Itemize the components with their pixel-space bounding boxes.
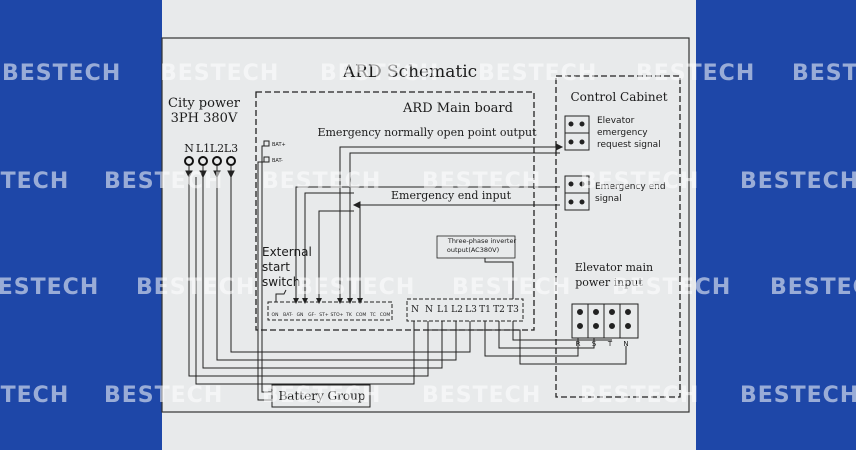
signal-terminal-arrows: [293, 298, 363, 304]
inverter-l1: Three-phase inverter: [447, 237, 517, 245]
watermark-text: BESTECH: [740, 383, 856, 408]
main-board-box: [255, 91, 535, 331]
pwr-term-7: T3: [507, 305, 519, 315]
watermark-text: BESTECH: [740, 169, 856, 194]
bat-connectors: BAT+ BAT-: [263, 140, 286, 164]
request-signal-l3: request signal: [597, 140, 661, 150]
external-switch-l1: External: [262, 245, 312, 259]
watermark-text: BESTECH: [320, 61, 439, 86]
watermark-text: BESTECH: [580, 169, 699, 194]
battery-group-box: [271, 384, 371, 408]
sig-term-9: COM: [380, 312, 391, 318]
watermark-text: BESTECH: [262, 383, 381, 408]
pwr-term-6: T2: [493, 305, 505, 315]
watermark-text: BESTECH: [104, 169, 223, 194]
watermark-text: BESTECH: [2, 61, 121, 86]
end-signal-l1: Emergency end: [595, 182, 666, 192]
bat-plus-label: BAT+: [272, 142, 286, 148]
emergency-end-input-label: Emergency end input: [391, 189, 512, 202]
inverter-l2: output(AC380V): [447, 246, 499, 254]
diagram-title: ARD Schematic: [342, 62, 477, 82]
rstn-t: T: [607, 340, 613, 348]
pwr-term-5: T1: [479, 305, 491, 315]
watermark-text: BESTECH: [612, 275, 731, 300]
end-signal-l2: signal: [595, 194, 622, 204]
power-terminal-labels: N N L1 L2 L3 T1 T2 T3: [411, 305, 519, 315]
sig-term-3: GF-: [308, 312, 316, 318]
control-cabinet-label: Control Cabinet: [570, 90, 667, 104]
watermark-text: BESTECH: [580, 383, 699, 408]
request-signal-l2: emergency: [597, 128, 648, 138]
city-power-spec: 3PH 380V: [171, 111, 238, 126]
bat-minus-label: BAT-: [272, 158, 283, 164]
watermark-text: BESTECH: [0, 383, 69, 408]
watermark-layer: BESTECH BESTECH BESTECH BESTECH BESTECH …: [0, 61, 856, 408]
phase-label-n: N: [184, 142, 194, 155]
sig-term-4: ST+: [319, 312, 329, 318]
watermark-text: BESTECH: [104, 383, 223, 408]
terminal-l1-icon: [198, 156, 208, 166]
elevator-power-l2: power input: [575, 276, 643, 289]
sig-term-2: GN: [297, 312, 304, 318]
start-switch-icon: [275, 289, 287, 302]
sig-term-0: ON: [272, 312, 279, 318]
signal-terminal-labels: ON BAT- GN GF- ST+ STO+ TK COM TC COM: [272, 312, 391, 318]
pwr-term-4: L3: [465, 305, 477, 315]
terminal-l2-icon: [212, 156, 222, 166]
control-cabinet-box: [555, 75, 681, 398]
watermark-text: BESTECH: [136, 275, 255, 300]
watermark-text: BESTECH: [422, 169, 541, 194]
watermark-text: BESTECH: [262, 169, 381, 194]
request-signal-l1: Elevator: [597, 116, 635, 126]
sig-term-6: TK: [345, 312, 353, 318]
battery-group-label: Battery Group: [278, 389, 365, 403]
elevator-power-terminal: [571, 303, 639, 339]
city-power-terminals: [184, 156, 236, 166]
terminal-n-icon: [184, 156, 194, 166]
elevator-power-l1: Elevator main: [575, 261, 653, 274]
watermark-text: BESTECH: [422, 383, 541, 408]
watermark-text: BESTECH: [452, 275, 571, 300]
sig-term-5: STO+: [331, 312, 344, 318]
phase-label-l2: L2: [210, 142, 224, 155]
phase-label-l1: L1: [196, 142, 210, 155]
end-signal-terminal: [564, 175, 590, 211]
power-wires: [188, 145, 627, 401]
rstn-n: N: [623, 340, 628, 348]
watermark-text: BESTECH: [0, 275, 99, 300]
request-signal-terminal: [564, 115, 590, 151]
watermark-text: BESTECH: [0, 169, 69, 194]
watermark-text: BESTECH: [770, 275, 856, 300]
sig-term-1: BAT-: [283, 312, 293, 318]
schematic-paper: [162, 0, 696, 450]
watermark-text: BESTECH: [792, 61, 856, 86]
city-power-label: City power: [168, 96, 241, 111]
external-switch-l2: start: [262, 260, 290, 274]
sig-term-7: COM: [356, 312, 367, 318]
terminal-l3-icon: [226, 156, 236, 166]
phase-arrows: [185, 166, 235, 179]
signal-wires: [295, 143, 564, 300]
watermark-text: BESTECH: [636, 61, 755, 86]
inverter-lead: [484, 258, 514, 299]
main-board-label: ARD Main board: [402, 101, 513, 116]
watermark-text: BESTECH: [160, 61, 279, 86]
inverter-box: [436, 235, 516, 259]
paper-frame: [161, 37, 690, 413]
power-terminal-block: [406, 298, 524, 322]
pwr-term-2: L1: [437, 305, 449, 315]
pwr-term-3: L2: [451, 305, 463, 315]
pwr-term-1: N: [425, 305, 433, 315]
pwr-term-0: N: [411, 305, 419, 315]
sig-term-8: TC: [369, 312, 376, 318]
watermark-text: BESTECH: [478, 61, 597, 86]
watermark-text: BESTECH: [296, 275, 415, 300]
emergency-output-label: Emergency normally open point output: [317, 126, 537, 139]
signal-terminal-block: [267, 301, 393, 321]
phase-label-l3: L3: [224, 142, 238, 155]
external-switch-l3: switch: [262, 275, 300, 289]
